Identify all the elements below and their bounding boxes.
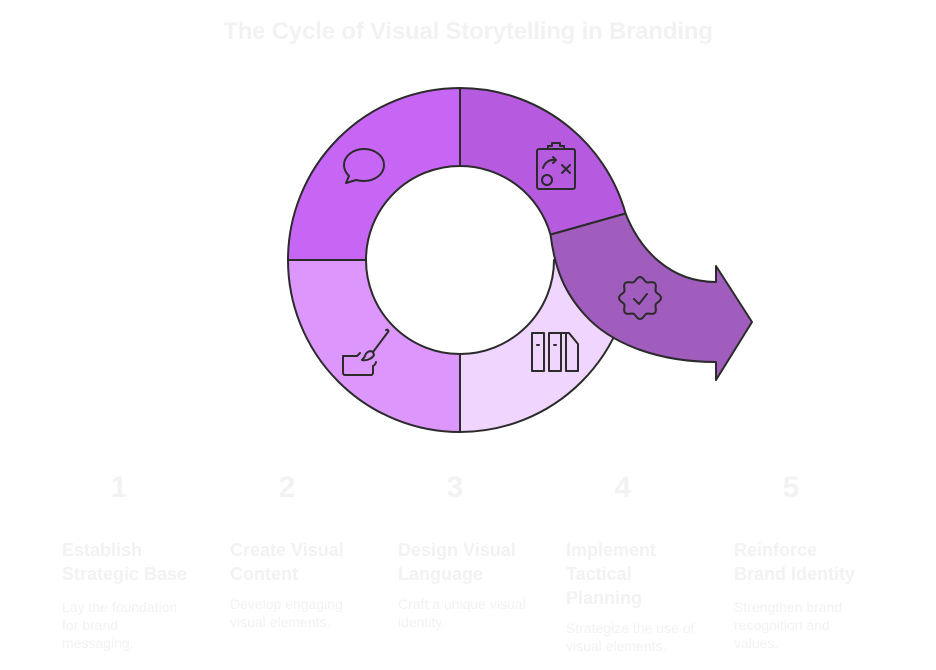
- step-heading: Establish Strategic Base: [62, 540, 188, 584]
- paintbrush-hand-icon: [342, 328, 390, 376]
- verified-badge-icon: [618, 276, 662, 320]
- step-5: 5 Reinforce Brand Identity Strengthen br…: [734, 466, 884, 652]
- step-3: 3 Design Visual Language Craft a unique …: [398, 466, 548, 631]
- step-number: 2: [278, 471, 296, 504]
- step-number: 1: [110, 471, 128, 504]
- step-description: Develop engaging visual elements.: [230, 596, 343, 630]
- step-heading: Design Visual Language: [398, 540, 516, 584]
- step-description: Strategize the use of visual elements.: [566, 620, 695, 654]
- speech-bubble-icon: [343, 148, 385, 184]
- step-number: 5: [782, 471, 800, 504]
- step-2: 2 Create Visual Content Develop engaging…: [230, 466, 380, 631]
- step-description: Lay the foundation for brand messaging.: [62, 599, 178, 651]
- clipboard-strategy-icon: [536, 142, 576, 190]
- step-description: Strengthen brand recognition and values.: [734, 599, 843, 651]
- step-heading: Reinforce Brand Identity: [734, 540, 856, 584]
- diagram-title: The Cycle of Visual Storytelling in Bran…: [223, 18, 713, 45]
- step-heading: Create Visual Content: [230, 540, 344, 584]
- step-1: 1 Establish Strategic Base Lay the found…: [62, 466, 212, 652]
- arrow-reinforce-brand-identity: [549, 212, 753, 381]
- step-heading: Implement Tactical Planning: [566, 540, 657, 608]
- step-number: 4: [614, 471, 632, 504]
- step-number: 3: [446, 471, 464, 504]
- step-description: Craft a unique visual identity.: [398, 596, 526, 630]
- segment-establish-strategic-base: [287, 87, 461, 261]
- segment-implement-tactical-planning: [459, 87, 627, 236]
- segment-create-visual-content: [287, 259, 461, 433]
- step-4: 4 Implement Tactical Planning Strategize…: [566, 466, 716, 655]
- book-spines-icon: [531, 332, 579, 372]
